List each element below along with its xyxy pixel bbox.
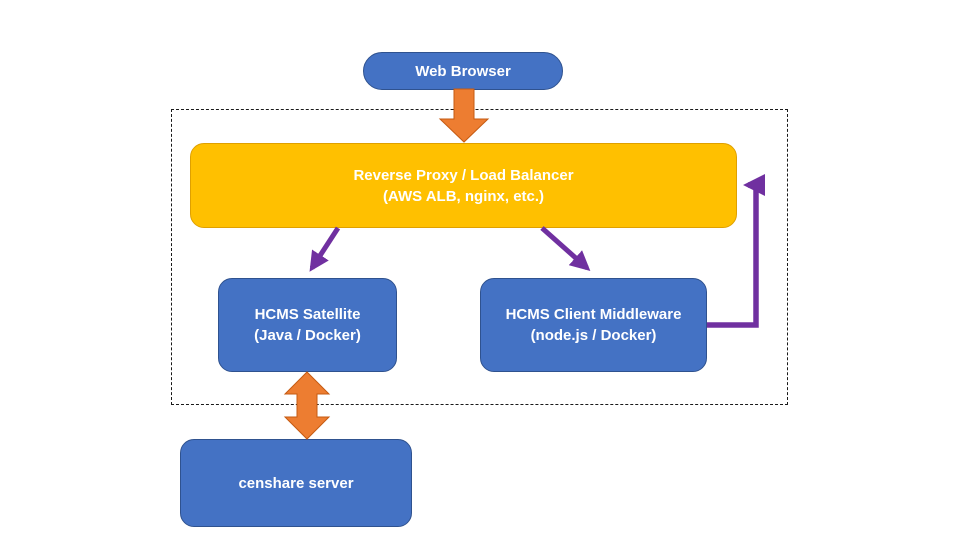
hcms-satellite-label-line1: HCMS Satellite [254, 306, 361, 323]
reverse-proxy-label-line1: Reverse Proxy / Load Balancer [353, 166, 574, 184]
node-hcms-satellite: HCMS Satellite (Java / Docker) [218, 278, 397, 372]
hcms-satellite-label-line2: (Java / Docker) [254, 327, 361, 344]
node-hcms-client-middleware: HCMS Client Middleware (node.js / Docker… [480, 278, 707, 372]
censhare-server-label: censhare server [238, 474, 354, 492]
reverse-proxy-label-line2: (AWS ALB, nginx, etc.) [382, 187, 545, 205]
web-browser-label: Web Browser [415, 62, 511, 80]
node-web-browser: Web Browser [363, 52, 563, 90]
hcms-client-middleware-label-line2: (node.js / Docker) [530, 327, 657, 344]
node-reverse-proxy: Reverse Proxy / Load Balancer (AWS ALB, … [190, 143, 737, 228]
node-censhare-server: censhare server [180, 439, 412, 527]
hcms-client-middleware-label-line1: HCMS Client Middleware [505, 306, 682, 323]
